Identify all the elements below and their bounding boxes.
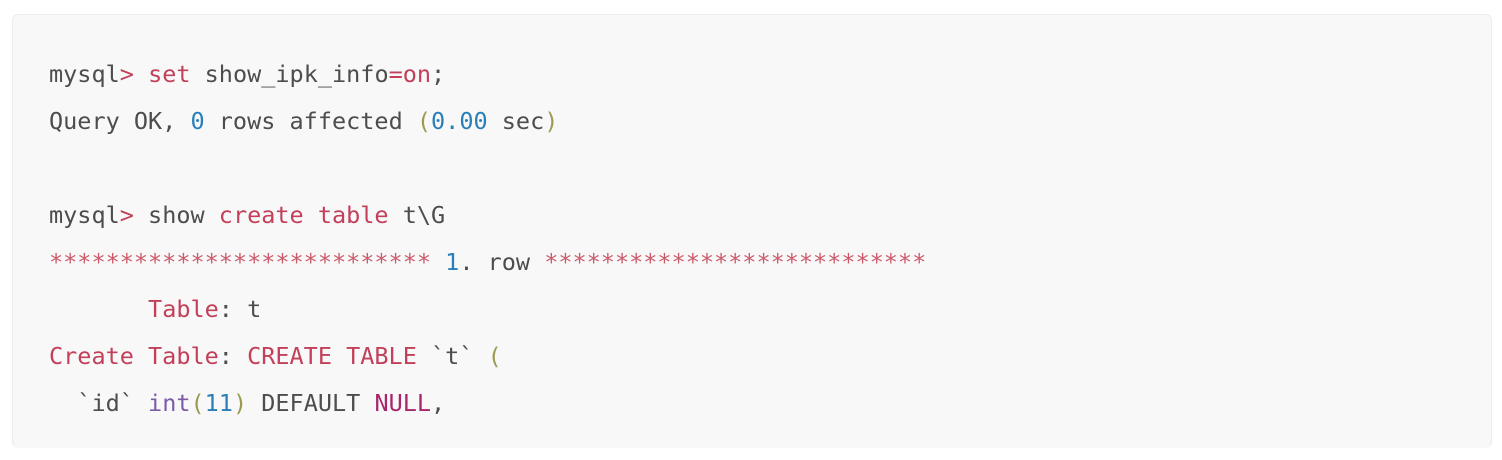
code-block: mysql> set show_ipk_info=on;Query OK, 0 … bbox=[12, 14, 1492, 448]
code-token-plain: sec bbox=[487, 107, 545, 135]
code-token-plain: Query OK, bbox=[49, 107, 191, 135]
code-line: Table: t bbox=[49, 286, 1491, 333]
code-token-keyword: > bbox=[119, 201, 134, 229]
terminal-transcript[interactable]: mysql> set show_ipk_info=on;Query OK, 0 … bbox=[49, 51, 1491, 427]
code-block-content: mysql> set show_ipk_info=on;Query OK, 0 … bbox=[13, 15, 1491, 427]
code-line: Query OK, 0 rows affected (0.00 sec) bbox=[49, 98, 1491, 145]
code-line: Create Table: CREATE TABLE `t` ( bbox=[49, 333, 1491, 380]
code-token-paren: ) bbox=[544, 107, 559, 135]
code-token-plain: show_ipk_info bbox=[190, 60, 389, 88]
code-token-plain: ; bbox=[431, 60, 446, 88]
code-token-type: int bbox=[148, 389, 191, 417]
code-token-paren: ( bbox=[487, 342, 502, 370]
code-token-plain: , bbox=[431, 389, 446, 417]
code-line: mysql> show create table t\G bbox=[49, 192, 1491, 239]
code-token-keyword: set bbox=[148, 60, 191, 88]
code-token-keyword: Create Table bbox=[49, 342, 219, 370]
code-token-null: NULL bbox=[374, 389, 432, 417]
code-token-number: 0.00 bbox=[431, 107, 488, 135]
code-token-plain: mysql bbox=[49, 60, 120, 88]
code-token-number: 0 bbox=[190, 107, 205, 135]
code-token-plain: rows affected bbox=[204, 107, 417, 135]
code-token-number: 11 bbox=[204, 389, 233, 417]
code-token-plain: `id` bbox=[49, 389, 149, 417]
code-line: *************************** 1. row *****… bbox=[49, 239, 1491, 286]
code-token-star: *************************** bbox=[544, 248, 927, 276]
code-token-keyword: =on bbox=[388, 60, 432, 88]
code-token-plain: show bbox=[133, 201, 219, 229]
code-token-paren: ( bbox=[190, 389, 205, 417]
code-line bbox=[49, 145, 1491, 192]
code-token-plain: : t bbox=[218, 295, 262, 323]
code-token-paren: ) bbox=[232, 389, 248, 417]
code-line: mysql> set show_ipk_info=on; bbox=[49, 51, 1491, 98]
code-token-plain: mysql bbox=[49, 201, 120, 229]
code-token-plain bbox=[431, 248, 445, 276]
code-line: `id` int(11) DEFAULT NULL, bbox=[49, 380, 1491, 427]
code-token-paren: ( bbox=[416, 107, 432, 135]
code-token-plain: : bbox=[218, 342, 248, 370]
code-token-keyword: Table bbox=[148, 295, 219, 323]
code-token-plain bbox=[49, 295, 148, 323]
code-token-plain: t\G bbox=[388, 201, 446, 229]
code-token-keyword: > bbox=[119, 60, 134, 88]
code-token-plain: . row bbox=[459, 248, 545, 276]
code-token-keyword: CREATE TABLE bbox=[247, 342, 417, 370]
code-token-plain: `t` bbox=[416, 342, 488, 370]
code-token-plain bbox=[134, 60, 148, 88]
code-token-plain: DEFAULT bbox=[247, 389, 375, 417]
code-token-star: *************************** bbox=[49, 248, 432, 276]
code-token-keyword: create table bbox=[218, 201, 389, 229]
code-token-number: 1 bbox=[445, 248, 460, 276]
